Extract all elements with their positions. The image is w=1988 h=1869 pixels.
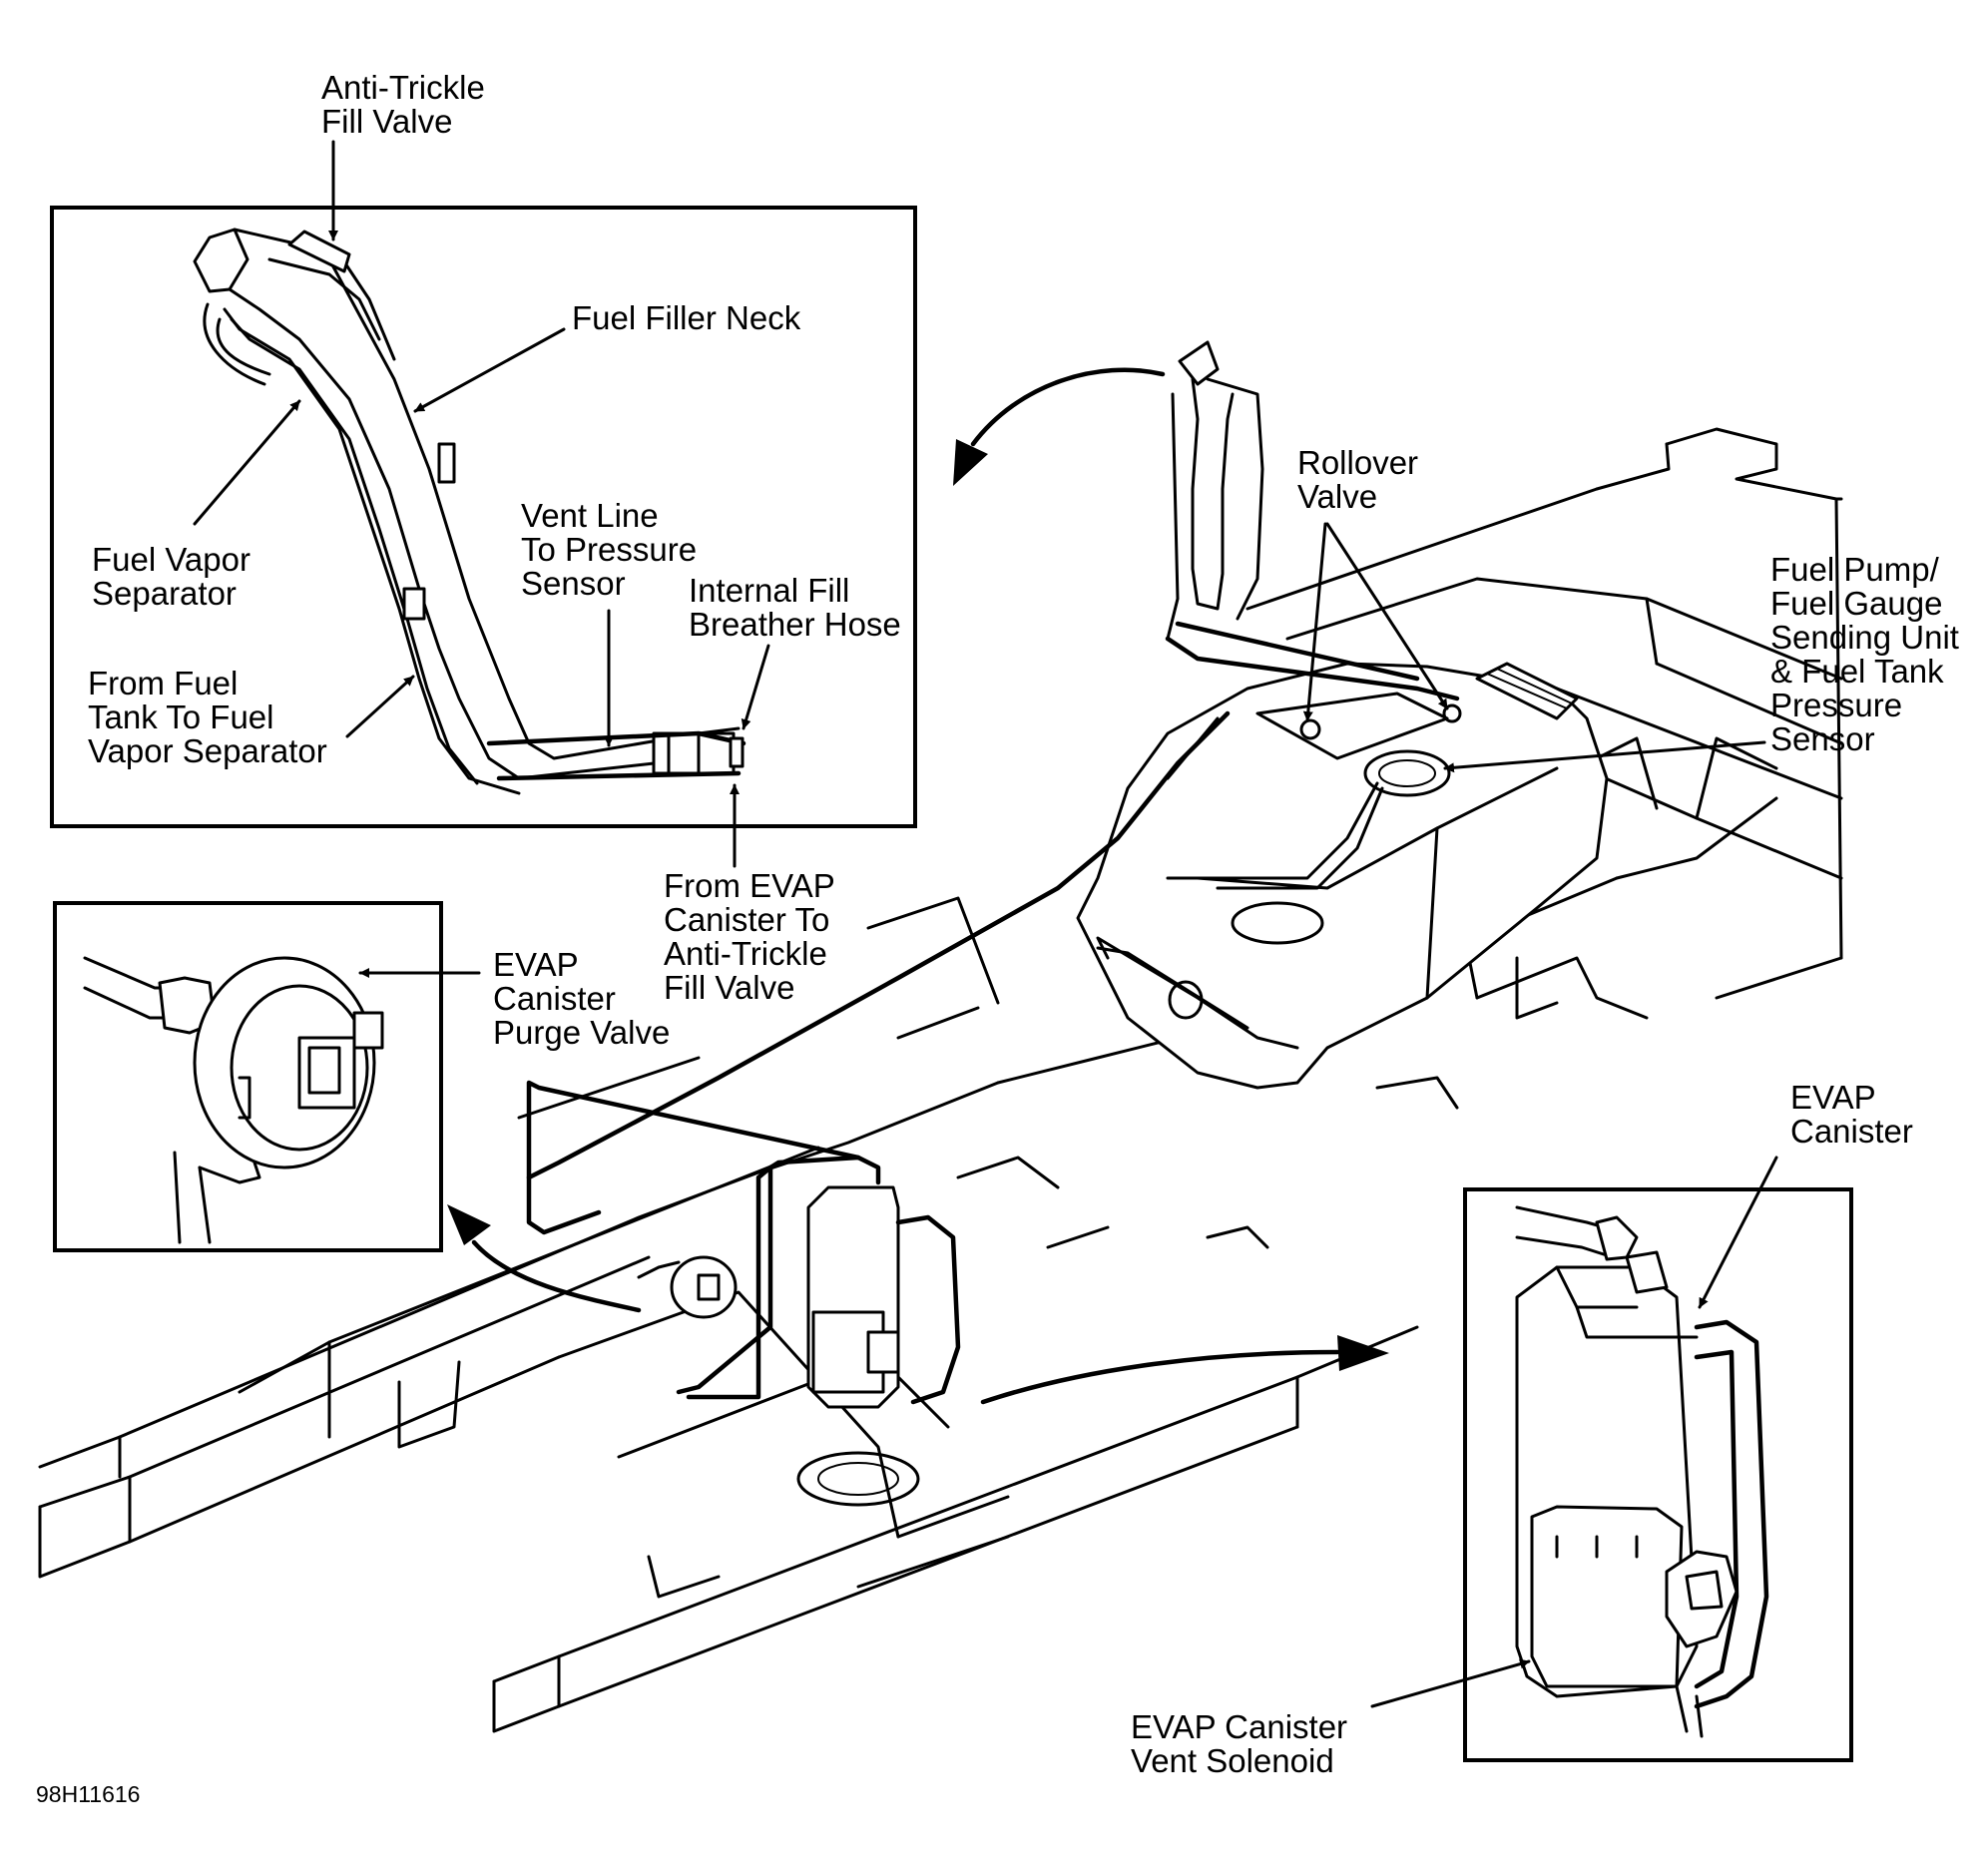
figure-id: 98H11616 bbox=[36, 1781, 140, 1807]
label-anti-trickle-fill-valve: Anti-Trickle Fill Valve bbox=[321, 69, 494, 140]
inset-purge-valve bbox=[53, 901, 443, 1252]
label-fuel-pump-sending-unit-pressure-sensor: Fuel Pump/ Fuel Gauge Sending Unit & Fue… bbox=[1770, 551, 1968, 757]
direction-arrows bbox=[447, 367, 1389, 1405]
label-from-evap-canister-to-anti-trickle-fill-valve: From EVAP Canister To Anti-Trickle Fill … bbox=[664, 867, 843, 1006]
label-fuel-filler-neck: Fuel Filler Neck bbox=[572, 299, 801, 336]
label-fuel-vapor-separator: Fuel Vapor Separator bbox=[92, 541, 259, 612]
label-rollover-valve: Rollover Valve bbox=[1297, 444, 1427, 515]
inset-evap-canister bbox=[1463, 1187, 1853, 1762]
evap-canister-installed bbox=[526, 1080, 961, 1409]
label-evap-canister-purge-valve: EVAP Canister Purge Valve bbox=[493, 946, 670, 1051]
label-evap-canister: EVAP Canister bbox=[1790, 1079, 1913, 1150]
purge-valve-installed bbox=[637, 1255, 738, 1319]
label-internal-fill-breather-hose: Internal Fill Breather Hose bbox=[689, 572, 901, 643]
inset-filler-neck bbox=[50, 206, 917, 828]
label-vent-line-to-pressure-sensor: Vent Line To Pressure Sensor bbox=[521, 497, 706, 602]
leader-lines bbox=[193, 140, 1778, 1708]
filler-neck-installed bbox=[526, 340, 1460, 1180]
fuel-tank bbox=[1076, 662, 1609, 1090]
label-evap-canister-vent-solenoid: EVAP Canister Vent Solenoid bbox=[1131, 1708, 1356, 1779]
label-from-fuel-tank-to-fuel-vapor-separator: From Fuel Tank To Fuel Vapor Separator bbox=[88, 665, 327, 769]
